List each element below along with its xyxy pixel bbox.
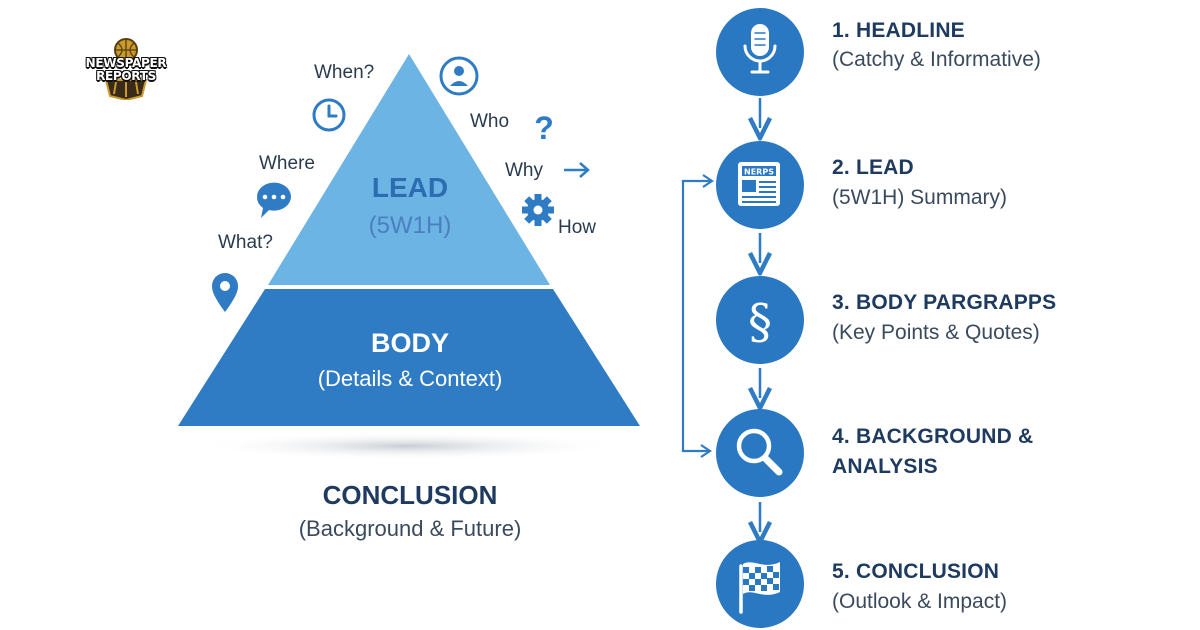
step-2-title: 2. LEAD — [832, 156, 914, 179]
person-icon — [439, 56, 479, 96]
step-1-subtitle: (Catchy & Informative) — [832, 48, 1041, 71]
step-1-title: 1. HEADLINE — [832, 19, 965, 42]
step-4-circle — [716, 409, 804, 497]
question-how: How — [558, 217, 597, 238]
step-2-subtitle: (5W1H) Summary) — [832, 186, 1008, 209]
step-3-circle — [716, 276, 804, 364]
clock-icon — [312, 98, 346, 132]
loop-connector — [681, 179, 712, 453]
loop-arrow-top — [702, 174, 714, 188]
logo-emblem-icon — [104, 38, 148, 100]
gear-icon — [522, 194, 554, 226]
step-3-subtitle: (Key Points & Quotes) — [832, 321, 1040, 344]
question-when: When? — [314, 62, 375, 83]
magnifier-icon — [736, 428, 783, 476]
question-mark-icon: ? — [534, 110, 554, 146]
arrow-right-icon — [564, 162, 590, 178]
loop-arrow-bottom — [700, 444, 712, 458]
speech-bubble-icon — [256, 182, 291, 218]
step-4-title: 4. BACKGROUND & — [832, 425, 1034, 448]
conclusion-title: CONCLUSION — [322, 480, 498, 510]
logo-line-1: NEWSPAPER — [85, 56, 167, 70]
pyramid-lead-title: LEAD — [371, 172, 449, 203]
svg-text:NERPS: NERPS — [744, 168, 774, 177]
checkered-flag-icon — [739, 562, 780, 614]
pyramid-body-section — [178, 289, 640, 426]
question-who: Who — [470, 111, 510, 132]
step-3-title: 3. BODY PARGRAPPS — [832, 291, 1057, 314]
conclusion-subtitle: (Background & Future) — [298, 516, 522, 541]
pyramid-lead-subtitle: (5W1H) — [368, 212, 452, 239]
step-5-title: 5. CONCLUSION — [832, 560, 1000, 583]
pyramid-body-subtitle: (Details & Context) — [317, 366, 503, 391]
step-4-title-line-2: ANALYSIS — [832, 455, 938, 478]
step-5-subtitle: (Outlook & Impact) — [832, 590, 1008, 613]
newspaper-reports-logo: NEWSPAPER REPORTS — [76, 36, 176, 100]
logo-line-2: REPORTS — [96, 69, 156, 83]
pyramid-shadow — [198, 432, 618, 460]
microphone-icon — [743, 24, 777, 74]
pyramid-body-title: BODY — [370, 328, 449, 358]
question-what: What? — [218, 232, 273, 253]
question-where: Where — [259, 153, 315, 174]
location-pin-icon — [212, 273, 238, 312]
newspaper-icon: NERPS — [738, 162, 780, 206]
pyramid-lead-section — [268, 54, 550, 285]
question-why: Why — [505, 160, 543, 181]
section-icon: § — [748, 294, 772, 350]
